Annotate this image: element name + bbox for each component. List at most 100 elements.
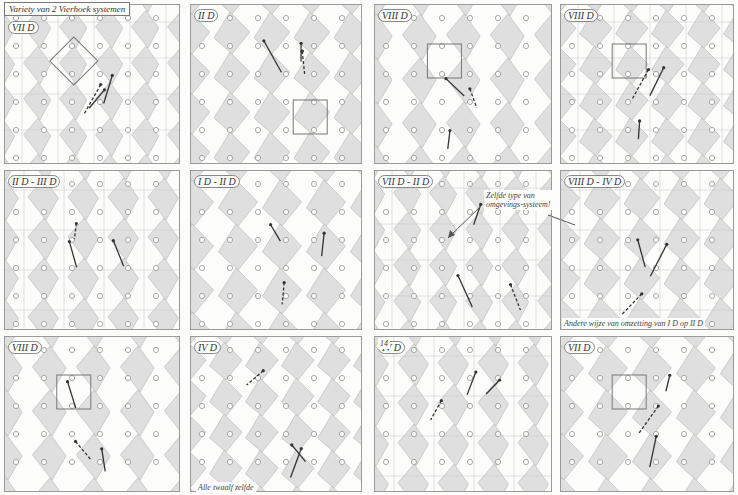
grid-line [560, 230, 734, 231]
grid-dot [339, 209, 344, 214]
grid-dot [227, 375, 232, 380]
grid-dot [625, 431, 630, 436]
tile [688, 82, 721, 120]
tile [704, 178, 734, 220]
grid-dot [41, 237, 46, 242]
tile [502, 212, 529, 250]
grid-dot [597, 293, 602, 298]
tile [724, 118, 734, 156]
tile [4, 154, 15, 164]
grid-dot [125, 403, 130, 408]
grid-dot [439, 15, 444, 20]
grid-dot [709, 375, 714, 380]
tile [4, 258, 18, 300]
annotation: 14 [378, 338, 390, 349]
motif-vector [446, 79, 464, 96]
grid-line [94, 4, 95, 164]
tile [96, 46, 123, 84]
annotation: Alle twaalf zelfde [196, 482, 256, 493]
tile [632, 390, 671, 436]
grid-line [620, 170, 621, 330]
grid-dot [383, 71, 388, 76]
grid-dot [199, 155, 204, 160]
vector-point [299, 42, 302, 45]
grid-dot [523, 293, 528, 298]
grid-dot [153, 155, 158, 160]
grid-dot [13, 237, 18, 242]
tile [438, 424, 468, 466]
tile [664, 258, 700, 300]
grid-dot [69, 71, 74, 76]
grid-dot [339, 375, 344, 380]
grid-dot [467, 15, 472, 20]
grid-dot [255, 459, 260, 464]
grid-dot [69, 403, 74, 408]
tile [32, 478, 66, 492]
tile [262, 224, 301, 270]
grid-dot [411, 43, 416, 48]
grid-dot [439, 431, 444, 436]
vector-point [444, 77, 447, 80]
grid-dot [523, 237, 528, 242]
tile [652, 118, 685, 156]
grid-dot [227, 265, 232, 270]
grid-dot [523, 347, 528, 352]
grid-dot [411, 459, 416, 464]
grid-dot [153, 43, 158, 48]
tile [502, 248, 529, 286]
tile [394, 284, 421, 322]
grid-dot [681, 237, 686, 242]
tile [132, 46, 159, 84]
grid-dot [255, 347, 260, 352]
tile [534, 14, 552, 60]
grid-dot [41, 71, 46, 76]
tile [490, 14, 524, 60]
sketch-panel: VIII D [560, 4, 734, 164]
vector-point [636, 238, 639, 241]
arrow-head [448, 230, 455, 238]
motif-vector [113, 241, 123, 267]
grid-dot [653, 209, 658, 214]
vector-point [638, 119, 641, 122]
tile [720, 434, 734, 480]
tile [76, 478, 110, 492]
tile [560, 218, 580, 260]
tile [214, 4, 250, 14]
tile [632, 336, 671, 348]
tile [538, 170, 552, 178]
tile [724, 46, 734, 84]
grid-dot [569, 403, 574, 408]
grid-dot [283, 265, 288, 270]
tile [446, 4, 480, 16]
grid-dot [681, 347, 686, 352]
grid-dot [339, 181, 344, 186]
tile [394, 248, 421, 286]
grid-line [700, 170, 701, 330]
grid-dot [495, 237, 500, 242]
tile [190, 92, 210, 134]
panel-label: VII D [8, 21, 39, 34]
motif-vector [89, 90, 104, 108]
tile [676, 390, 715, 436]
tile [28, 218, 58, 260]
tile [108, 178, 138, 220]
tile [168, 10, 180, 48]
tile [724, 10, 734, 48]
tile [120, 390, 154, 436]
grid-dot [439, 265, 444, 270]
grid-dot [653, 15, 658, 20]
grid-dot [227, 155, 232, 160]
grid-dot [199, 403, 204, 408]
grid-dot [597, 403, 602, 408]
grid-dot [439, 459, 444, 464]
tile [652, 4, 685, 12]
motif-vector [74, 223, 76, 239]
grid-dot [523, 127, 528, 132]
grid-dot [311, 293, 316, 298]
tile [76, 346, 110, 392]
grid-dot [255, 71, 260, 76]
grid-dot [41, 155, 46, 160]
tile [430, 176, 457, 214]
grid-dot [69, 209, 74, 214]
